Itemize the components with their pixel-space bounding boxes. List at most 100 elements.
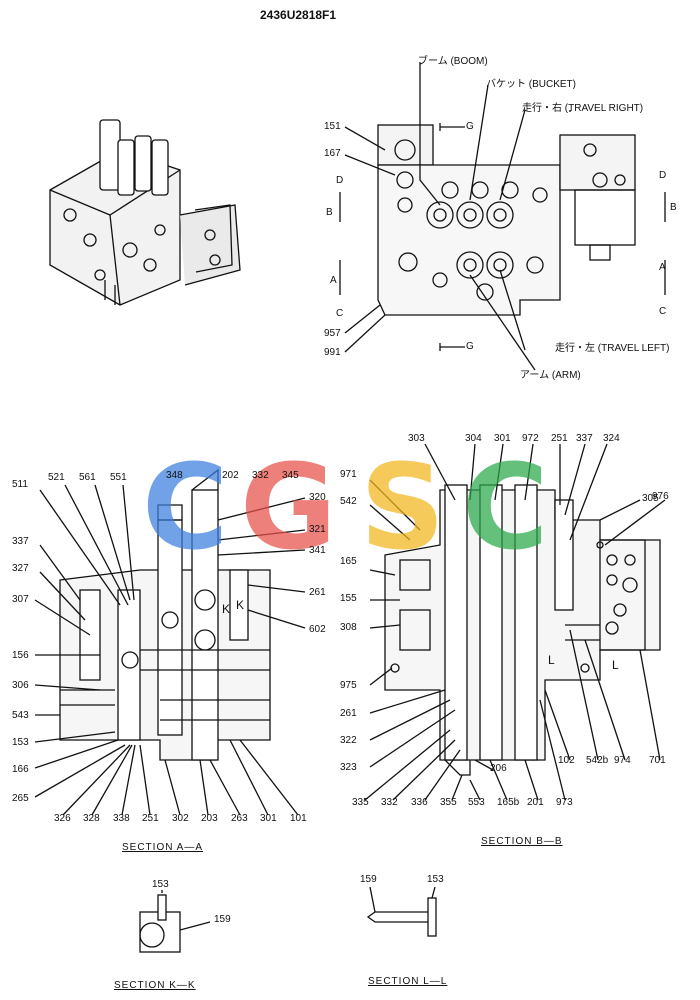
part-101: 101: [290, 813, 307, 824]
part-165-b: 165b: [497, 797, 520, 808]
part-201: 201: [527, 797, 544, 808]
part-165-a: 165: [340, 556, 357, 567]
watermark-letter-c1: C: [142, 438, 229, 576]
part-341: 341: [309, 545, 326, 556]
top-view-drawing: [339, 62, 666, 371]
section-mark-a-left: A: [330, 275, 337, 286]
part-322: 322: [340, 735, 357, 746]
callout-arm: アーム (ARM): [520, 370, 581, 381]
part-332-b: 332: [381, 797, 398, 808]
part-301-a: 301: [260, 813, 277, 824]
part-301-b: 301: [494, 433, 511, 444]
part-553: 553: [468, 797, 485, 808]
section-mark-b-left: B: [326, 207, 333, 218]
part-307: 307: [12, 594, 29, 605]
watermark-letter-c2: C: [462, 438, 549, 576]
section-mark-a-right: A: [659, 262, 666, 273]
part-304: 304: [465, 433, 482, 444]
part-974: 974: [614, 755, 631, 766]
part-335: 335: [352, 797, 369, 808]
part-328: 328: [83, 813, 100, 824]
part-155: 155: [340, 593, 357, 604]
part-153-a: 153: [12, 737, 29, 748]
part-348: 348: [166, 470, 183, 481]
part-167: 167: [324, 148, 341, 159]
section-mark-g-top: G: [466, 121, 474, 132]
part-302: 302: [172, 813, 189, 824]
part-976: 976: [652, 491, 669, 502]
part-521: 521: [48, 472, 65, 483]
part-308: 308: [340, 622, 357, 633]
part-153-k: 153: [152, 879, 169, 890]
k-mark-a: K: [222, 602, 231, 616]
section-mark-b-right: B: [670, 202, 677, 213]
part-102: 102: [558, 755, 575, 766]
part-957: 957: [324, 328, 341, 339]
part-305: 305: [642, 493, 659, 504]
section-kk-drawing: [139, 890, 211, 953]
part-543: 543: [12, 710, 29, 721]
section-aa-drawing: [34, 468, 306, 816]
part-251-b: 251: [551, 433, 568, 444]
part-323: 323: [340, 762, 357, 773]
part-159-l: 159: [360, 874, 377, 885]
callout-travel-left: 走行・左 (TRAVEL LEFT): [555, 343, 670, 354]
part-324: 324: [603, 433, 620, 444]
caption-section-aa: SECTION A—A: [122, 842, 204, 853]
part-151: 151: [324, 121, 341, 132]
part-337-a: 337: [12, 536, 29, 547]
section-ll-drawing: [366, 886, 437, 937]
part-542-b: 542b: [586, 755, 609, 766]
part-602: 602: [309, 624, 326, 635]
part-971: 971: [340, 469, 357, 480]
part-261-a: 261: [309, 587, 326, 598]
l-mark-b: L: [612, 658, 619, 672]
part-261-b: 261: [340, 708, 357, 719]
isometric-valve-drawing: [49, 119, 241, 306]
part-265: 265: [12, 793, 29, 804]
part-345: 345: [282, 470, 299, 481]
part-972: 972: [522, 433, 539, 444]
part-326: 326: [54, 813, 71, 824]
part-701: 701: [649, 755, 666, 766]
part-153-l: 153: [427, 874, 444, 885]
part-159-k: 159: [214, 914, 231, 925]
part-206: 206: [490, 763, 507, 774]
part-551: 551: [110, 472, 127, 483]
part-338: 338: [113, 813, 130, 824]
part-321: 321: [309, 524, 326, 535]
part-336: 336: [411, 797, 428, 808]
k-mark-b: K: [236, 598, 245, 612]
part-202: 202: [222, 470, 239, 481]
drawing-number: 2436U2818F1: [260, 8, 337, 22]
section-mark-c-left: C: [336, 308, 344, 319]
watermark-letter-s: S: [360, 438, 445, 576]
section-mark-g-bottom: G: [466, 341, 474, 352]
part-203: 203: [201, 813, 218, 824]
callout-bucket: バケット (BUCKET): [486, 79, 576, 90]
watermark-letter-g: G: [240, 438, 337, 576]
part-355: 355: [440, 797, 457, 808]
section-mark-d-left: D: [336, 175, 344, 186]
section-mark-c-right: C: [659, 306, 667, 317]
section-bb-drawing: [364, 443, 666, 801]
callout-boom: ブーム (BOOM): [418, 56, 488, 67]
part-975: 975: [340, 680, 357, 691]
part-251-a: 251: [142, 813, 159, 824]
part-542-a: 542: [340, 496, 357, 507]
part-263: 263: [231, 813, 248, 824]
part-991: 991: [324, 347, 341, 358]
part-320: 320: [309, 492, 326, 503]
part-511: 511: [12, 479, 28, 490]
part-156: 156: [12, 650, 29, 661]
part-337-b: 337: [576, 433, 593, 444]
l-mark-a: L: [548, 653, 555, 667]
callout-travel-right: 走行・右 (TRAVEL RIGHT): [522, 103, 644, 114]
caption-section-ll: SECTION L—L: [368, 976, 448, 987]
part-561: 561: [79, 472, 96, 483]
part-973: 973: [556, 797, 573, 808]
part-327: 327: [12, 563, 29, 574]
part-332-a: 332: [252, 470, 269, 481]
